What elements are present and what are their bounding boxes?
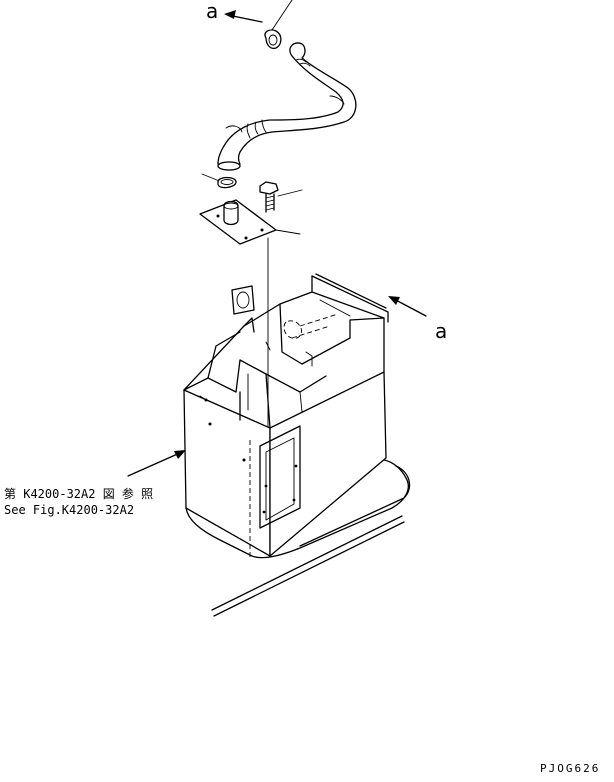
frame-base (185, 459, 411, 617)
hose-clamp-top (264, 29, 282, 50)
view-ref-label-right: a (435, 319, 447, 343)
bolt (259, 181, 303, 213)
grommet (231, 285, 255, 315)
leader-clamp-top (271, 0, 293, 31)
reference-text-jp: 第 K4200-32A2 図 参 照 (4, 486, 153, 501)
view-arrow-top (224, 10, 263, 23)
radiator-guard (183, 273, 389, 560)
view-ref-label-top: a (206, 0, 218, 23)
view-arrow-right (388, 296, 427, 317)
reference-text-en: See Fig.K4200-32A2 (4, 503, 134, 517)
hose-clamp-lower (201, 173, 237, 189)
cover-plate (199, 199, 301, 245)
radiator-hose (217, 42, 357, 171)
drawing-code: PJOG626 (540, 762, 600, 775)
reference-arrow (127, 450, 186, 477)
